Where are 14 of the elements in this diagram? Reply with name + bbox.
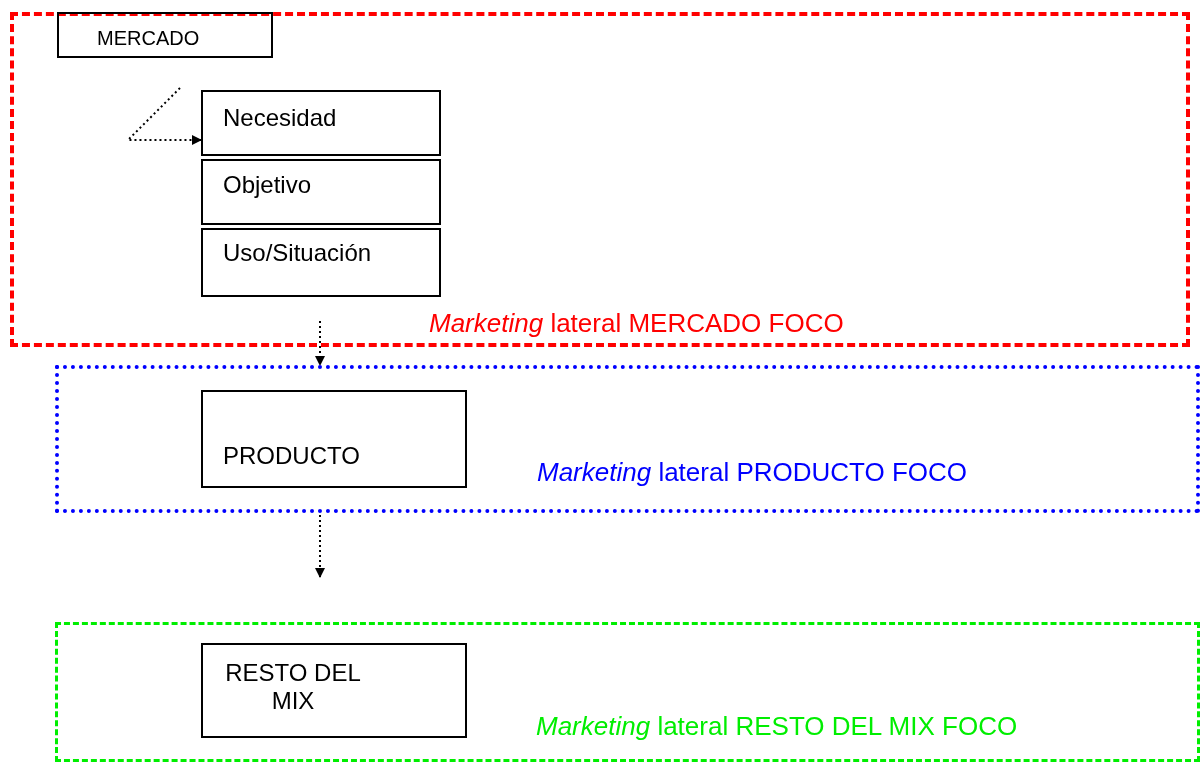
dotted-region bbox=[55, 365, 1200, 513]
process-box: Objetivo bbox=[201, 159, 441, 225]
dashed-region bbox=[10, 12, 1190, 347]
process-box: RESTO DEL MIX bbox=[201, 643, 467, 738]
process-box: Uso/Situación bbox=[201, 228, 441, 297]
label-box: MERCADO bbox=[57, 12, 273, 58]
process-box: PRODUCTO bbox=[201, 390, 467, 488]
arrow bbox=[315, 514, 325, 578]
region-label: Marketing lateral MERCADO FOCO bbox=[429, 308, 844, 339]
arrow bbox=[315, 320, 325, 366]
region-label: Marketing lateral PRODUCTO FOCO bbox=[537, 457, 968, 488]
process-box: Necesidad bbox=[201, 90, 441, 156]
dashed-region bbox=[55, 622, 1200, 762]
region-label: Marketing lateral RESTO DEL MIX FOCO bbox=[536, 711, 1018, 742]
